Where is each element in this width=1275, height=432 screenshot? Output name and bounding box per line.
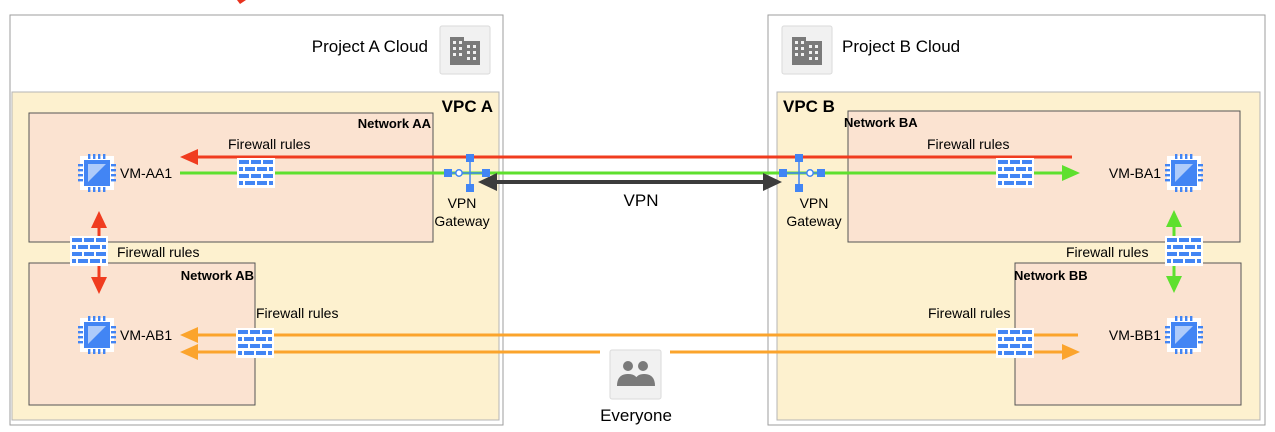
vm-aa1-label: VM-AA1 [120, 165, 172, 181]
vpn-label: VPN [624, 191, 659, 210]
firewall-icon [996, 158, 1034, 188]
project-b-label: Project B Cloud [842, 37, 960, 56]
vm-ab1-label: VM-AB1 [120, 327, 172, 343]
network-bb-label: Network BB [1014, 268, 1088, 283]
firewall-rules-label: Firewall rules [256, 305, 338, 321]
users-icon [609, 349, 662, 400]
orange-lower-left-arrowhead [180, 344, 198, 360]
compute-vm-icon [78, 316, 116, 354]
firewall-icon [996, 328, 1034, 358]
red-up-arrowhead [91, 211, 107, 228]
everyone-label: Everyone [600, 406, 672, 425]
building-icon [439, 25, 491, 75]
everyone-partial-text: ... [631, 425, 641, 432]
green-up-arrowhead [1166, 210, 1182, 227]
firewall-icon [237, 158, 275, 188]
firewall-rules-label: Firewall rules [1066, 244, 1148, 260]
orange-upper-arrowhead [180, 327, 198, 343]
firewall-rules-label: Firewall rules [117, 244, 199, 260]
orange-lower-right-arrowhead [1062, 344, 1080, 360]
green-down-arrowhead [1166, 276, 1182, 293]
firewall-rules-label: Firewall rules [228, 136, 310, 152]
project-a-label: Project A Cloud [312, 37, 428, 56]
vpc-a-label: VPC A [442, 97, 493, 116]
vpn-gateway-a-line1: VPN [448, 195, 477, 211]
vpn-left-arrowhead [478, 173, 497, 191]
firewall-icon [70, 236, 108, 266]
green-arrowhead [1062, 165, 1080, 181]
vpn-gateway-b-line1: VPN [800, 195, 829, 211]
vpc-b-label: VPC B [783, 97, 835, 116]
vm-ba1-label: VM-BA1 [1109, 165, 1161, 181]
firewall-icon [236, 328, 274, 358]
title-fragment [237, 0, 246, 4]
network-ab-label: Network AB [181, 268, 254, 283]
vpn-right-arrowhead [763, 173, 782, 191]
firewall-rules-label: Firewall rules [928, 305, 1010, 321]
compute-vm-icon [1165, 316, 1203, 354]
compute-vm-icon [78, 154, 116, 192]
red-down-arrowhead [91, 277, 107, 294]
firewall-icon [1165, 236, 1203, 266]
red-arrowhead [180, 149, 198, 165]
vpn-gateway-b-line2: Gateway [786, 213, 841, 229]
vpn-gateway-a-line2: Gateway [434, 213, 489, 229]
network-ba-label: Network BA [844, 115, 918, 130]
compute-vm-icon [1165, 154, 1203, 192]
firewall-rules-label: Firewall rules [927, 136, 1009, 152]
building-icon [781, 25, 833, 75]
network-aa-label: Network AA [358, 116, 432, 131]
vm-bb1-label: VM-BB1 [1109, 327, 1161, 343]
